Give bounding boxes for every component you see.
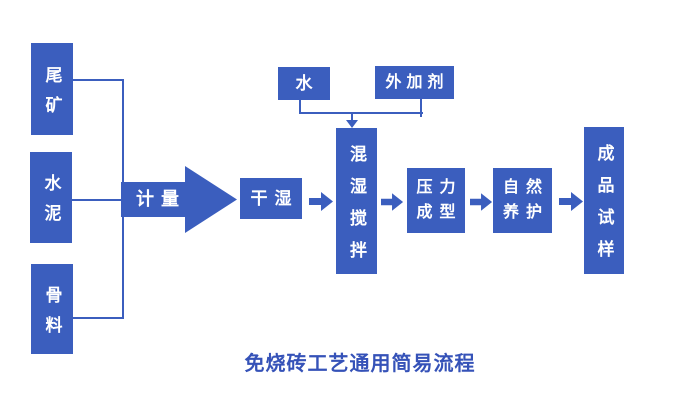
node-pressure-forming-line2: 成型 <box>416 204 463 221</box>
node-pressure-forming-line1: 压力 <box>416 179 463 196</box>
connector-top-horizontal <box>299 112 423 114</box>
node-finished-sample: 成品试样 <box>584 127 624 274</box>
node-water-label: 水 <box>295 74 320 93</box>
node-mixing: 混湿搅拌 <box>336 128 377 274</box>
node-dry-wet-label: 干湿 <box>250 189 299 208</box>
node-tailings: 尾矿 <box>31 43 73 135</box>
connector-admixture-vertical <box>420 98 422 117</box>
connector-aggregate-horizontal <box>73 317 124 319</box>
node-aggregate-label: 骨料 <box>42 285 62 346</box>
node-dry-wet: 干湿 <box>240 178 302 219</box>
node-finished-sample-label: 成品试样 <box>594 144 614 272</box>
node-tailings-label: 尾矿 <box>42 65 62 126</box>
node-natural-curing-line1: 自然 <box>502 179 549 196</box>
node-cement: 水泥 <box>30 152 72 243</box>
node-admixture: 外加剂 <box>375 66 454 99</box>
measuring-label: 计量 <box>136 189 186 209</box>
node-natural-curing-line2: 养护 <box>502 204 549 221</box>
measuring-arrow-icon: 计量 <box>121 166 237 233</box>
connector-mixing-stem <box>351 112 353 121</box>
node-aggregate: 骨料 <box>31 264 73 354</box>
connector-cement-horizontal <box>72 199 123 201</box>
node-mixing-label: 混湿搅拌 <box>347 144 366 273</box>
arrow-down-icon <box>346 120 358 128</box>
arrow-right-icon-4 <box>559 191 584 212</box>
node-natural-curing: 自然 养护 <box>493 168 552 233</box>
connector-tailings-horizontal <box>73 79 124 81</box>
node-admixture-label: 外加剂 <box>385 73 449 91</box>
node-pressure-forming: 压力 成型 <box>407 168 465 233</box>
arrow-right-icon-3 <box>470 192 493 212</box>
node-cement-label: 水泥 <box>41 174 61 234</box>
arrow-right-icon-2 <box>381 192 404 212</box>
diagram-caption: 免烧砖工艺通用简易流程 <box>244 353 476 375</box>
connector-water-vertical <box>299 100 301 114</box>
node-water: 水 <box>278 67 330 100</box>
arrow-right-icon-1 <box>309 191 334 212</box>
